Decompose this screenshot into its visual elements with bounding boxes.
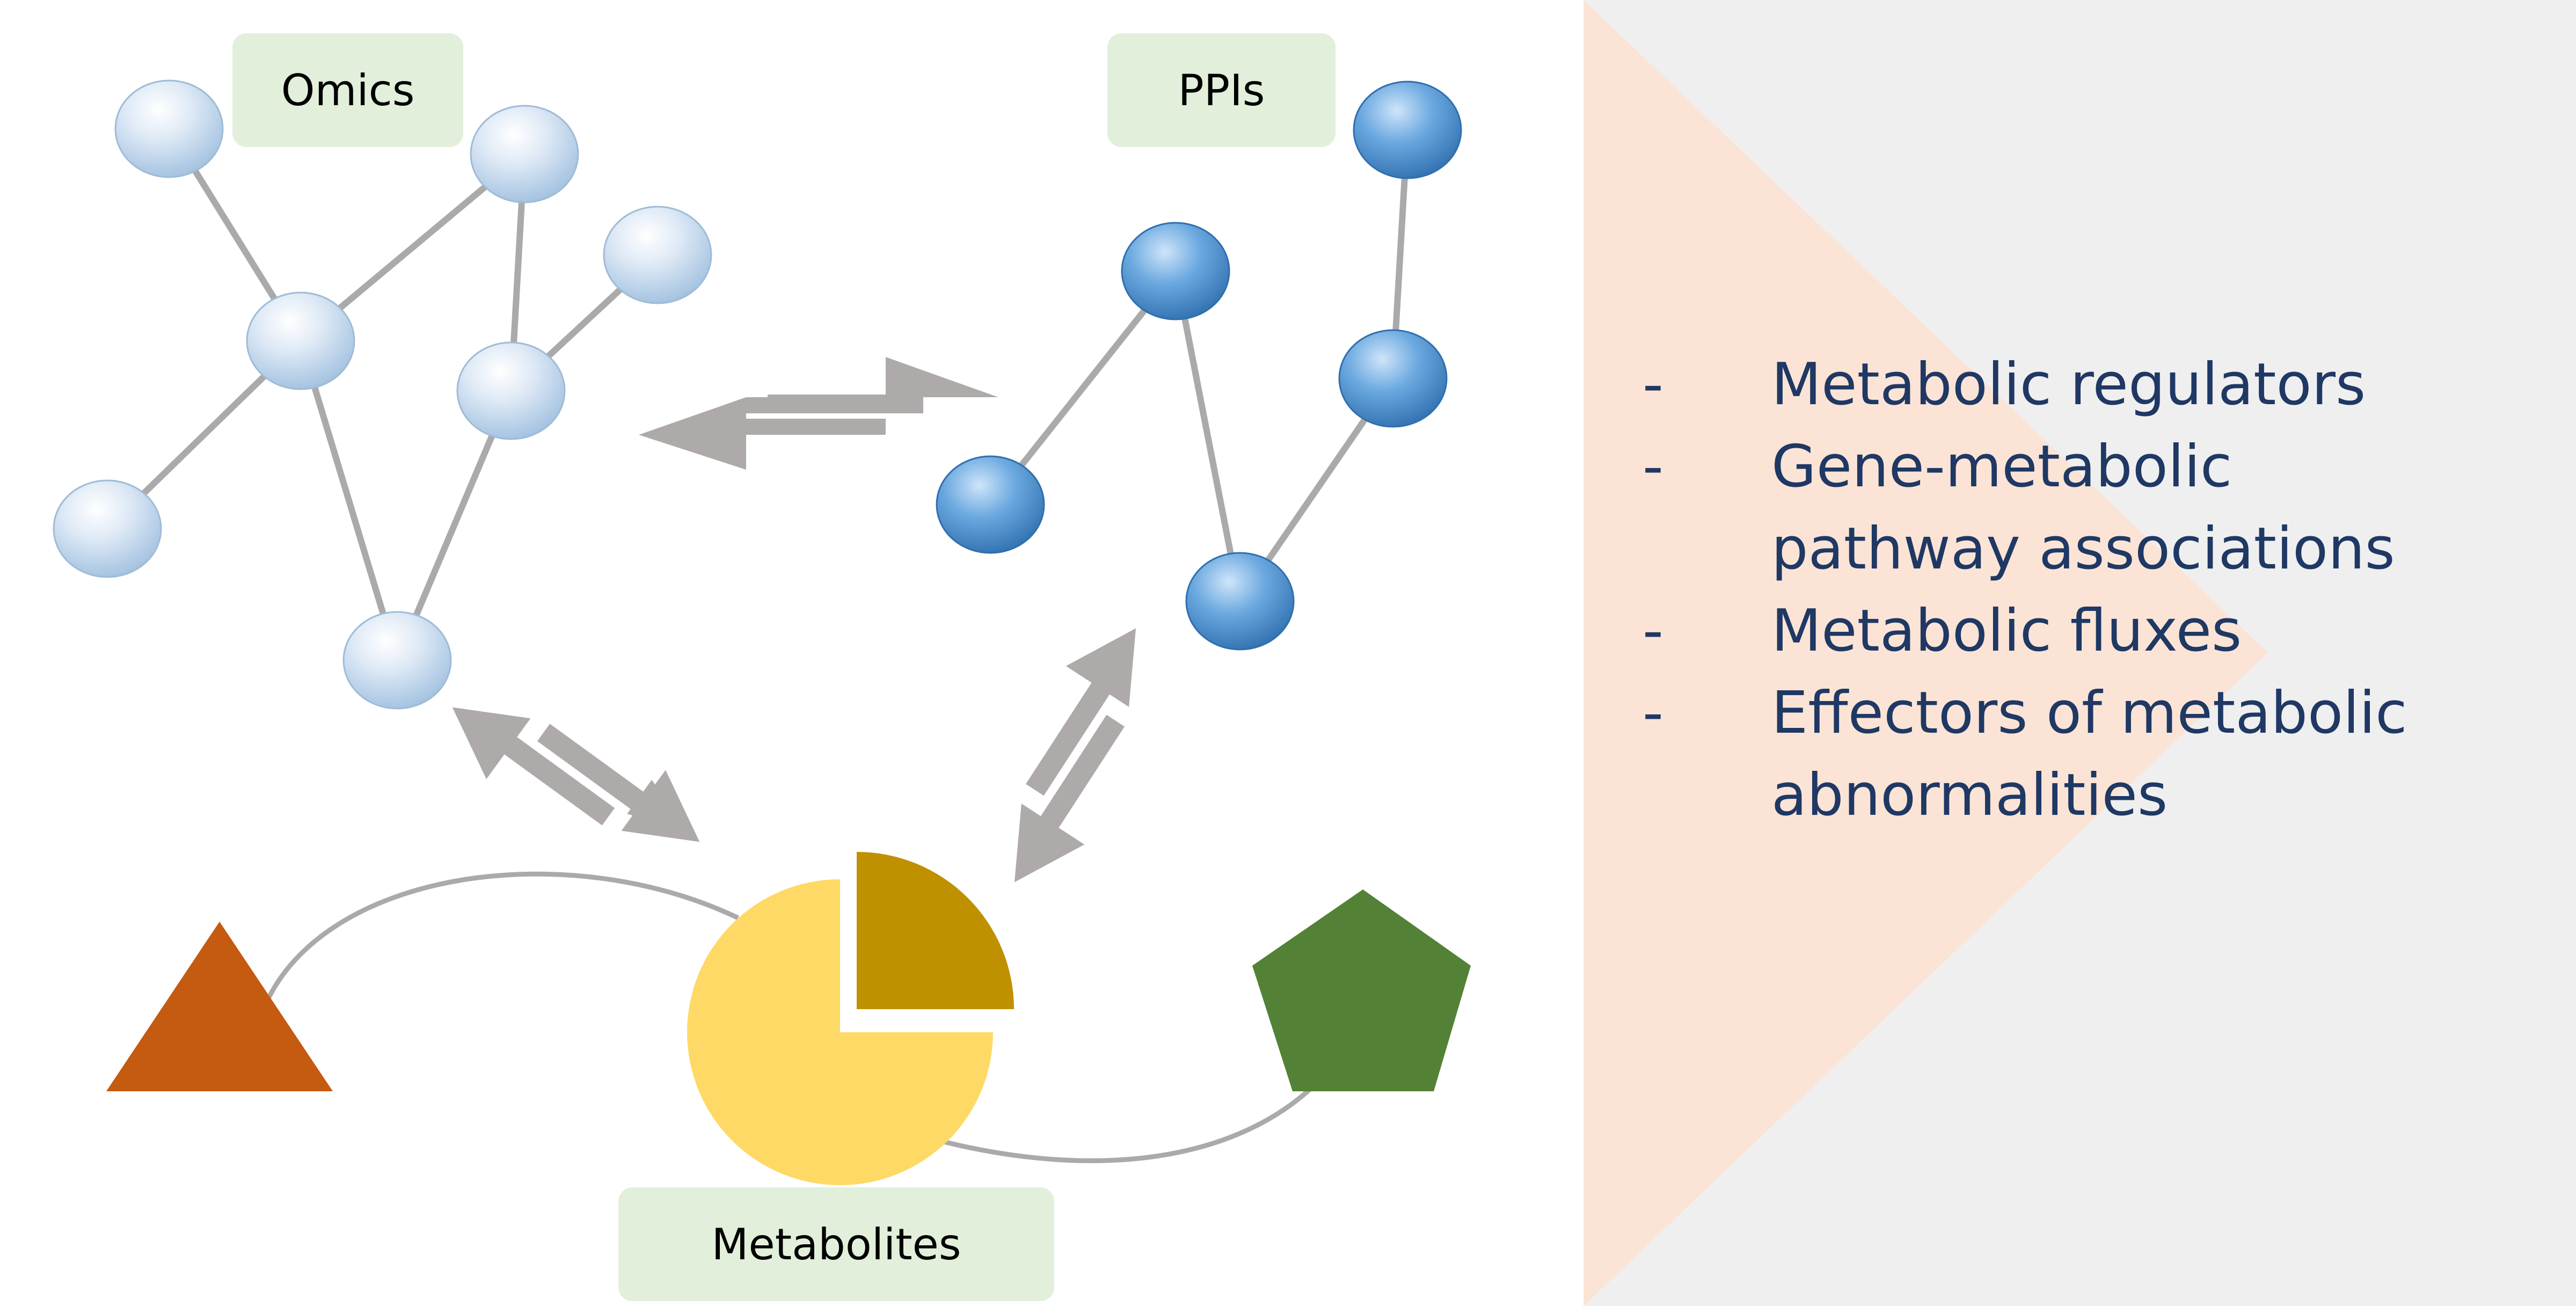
- metabolite-link-curve: [266, 871, 739, 1000]
- triangle-shape-icon: [106, 922, 333, 1091]
- double-arrow-icon: [639, 357, 998, 470]
- bullet-dash: -: [1643, 680, 1663, 747]
- bullet-dash: -: [1643, 597, 1663, 665]
- omics-network: [53, 79, 712, 710]
- list-item: - Metabolic fluxes: [1643, 590, 2448, 672]
- pie-exploded-slice: [857, 852, 1014, 1009]
- findings-list: - Metabolic regulators - Gene-metabolic pa…: [1643, 344, 2448, 836]
- omics-edge: [297, 340, 400, 661]
- node-sphere-icon: [456, 341, 566, 440]
- ppis-label-text: PPIs: [1178, 65, 1265, 115]
- metabolites-label: Metabolites: [618, 1187, 1054, 1301]
- node-sphere-icon: [470, 105, 579, 203]
- ppi-network: [936, 81, 1462, 651]
- metabolite-link-curve: [938, 1085, 1315, 1163]
- ppi-edge: [1172, 270, 1243, 602]
- list-item: - Gene-metabolic pathway associations: [1643, 426, 2448, 590]
- omics-label-text: Omics: [281, 65, 415, 115]
- omics-label: Omics: [232, 33, 463, 147]
- node-sphere-icon: [246, 291, 355, 390]
- pie-chart-icon: [687, 852, 1014, 1185]
- list-item-text: Metabolic regulators: [1771, 351, 2366, 418]
- pentagon-shape-icon: [1252, 889, 1471, 1091]
- list-item-text: Gene-metabolic pathway associations: [1771, 433, 2395, 582]
- node-sphere-icon: [1353, 81, 1462, 179]
- panel-chevron-triangle: [1583, 0, 2268, 1306]
- list-item: - Metabolic regulators: [1643, 344, 2448, 426]
- node-sphere-icon: [114, 79, 224, 178]
- ppis-label: PPIs: [1107, 33, 1336, 147]
- node-sphere-icon: [53, 479, 162, 578]
- node-sphere-icon: [1185, 552, 1295, 651]
- node-sphere-icon: [1121, 222, 1230, 320]
- list-item: - Effectors of metabolic abnormalities: [1643, 672, 2448, 836]
- omics-edges: [105, 127, 660, 662]
- list-item-text: Effectors of metabolic abnormalities: [1771, 680, 2407, 829]
- right-panel: [1583, 0, 2576, 1306]
- node-sphere-icon: [342, 611, 452, 710]
- list-item-text: Metabolic fluxes: [1771, 597, 2242, 665]
- double-arrow-icon: [1014, 628, 1136, 882]
- bullet-dash: -: [1643, 351, 1663, 418]
- pie-main-sector: [687, 879, 993, 1185]
- node-sphere-icon: [936, 455, 1045, 554]
- node-sphere-icon: [1338, 329, 1448, 428]
- double-arrow-icon: [452, 707, 700, 842]
- bullet-dash: -: [1643, 433, 1663, 500]
- node-sphere-icon: [603, 206, 712, 304]
- metabolites-label-text: Metabolites: [711, 1219, 961, 1269]
